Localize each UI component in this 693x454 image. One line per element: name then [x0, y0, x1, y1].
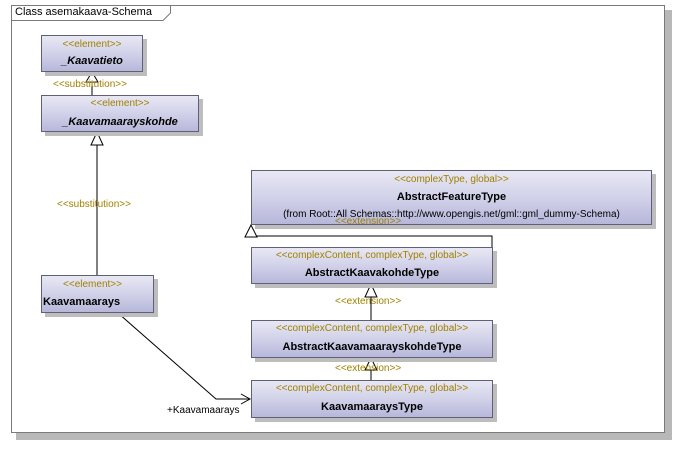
extension-label-3: <<extension>>	[335, 363, 402, 374]
class-stereotype: <<complexContent, complexType, global>>	[275, 323, 469, 334]
class-abstract-kaavakohde-type[interactable]: <<complexContent, complexType, global>> …	[251, 247, 497, 288]
class-stereotype: <<element>>	[90, 98, 150, 109]
extension-link-3	[364, 356, 378, 380]
class-stereotype: <<element>>	[62, 39, 122, 50]
class-kaavamaarays[interactable]: <<element>> Kaavamaarays	[41, 275, 158, 317]
class-name: KaavamaaraysType	[321, 401, 423, 413]
class-name: _Kaavamaarayskohde	[62, 116, 178, 128]
class-name: _Kaavatieto	[61, 55, 123, 67]
class-stereotype: <<complexContent, complexType, global>>	[275, 383, 469, 394]
class-origin: (from Root::All Schemas::http://www.open…	[283, 209, 620, 220]
substitution-label-mid: <<substitution>>	[57, 199, 131, 210]
class-box	[251, 170, 652, 225]
extension-label-1: <<extension>>	[335, 216, 402, 227]
extension-link-1	[244, 223, 493, 247]
class-box	[251, 247, 493, 284]
substitution-link-mid	[90, 130, 104, 275]
class-kaavamaarayskohde[interactable]: <<element>> _Kaavamaarayskohde	[41, 95, 203, 136]
class-abstract-feature-type[interactable]: <<complexType, global>> AbstractFeatureT…	[251, 170, 656, 229]
substitution-link-top	[85, 71, 99, 95]
class-stereotype: <<complexType, global>>	[394, 174, 509, 185]
class-stereotype: <<element>>	[63, 279, 122, 290]
class-abstract-kaavamaarayskohde-type[interactable]: <<complexContent, complexType, global>> …	[251, 320, 497, 362]
extension-link-2	[364, 282, 378, 320]
class-name: AbstractKaavamaarayskohdeType	[282, 341, 462, 353]
association-role-label: +Kaavamaarays	[167, 405, 240, 416]
diagram-title-tab	[11, 5, 171, 21]
class-stereotype: <<complexContent, complexType, global>>	[275, 250, 469, 261]
extension-label-2: <<extension>>	[335, 296, 402, 307]
class-name: Kaavamaarays	[43, 296, 121, 308]
class-box	[251, 380, 493, 418]
class-name: AbstractFeatureType	[396, 191, 507, 203]
class-box	[41, 275, 154, 313]
association-link	[117, 312, 252, 405]
class-kaavatieto[interactable]: <<element>> _Kaavatieto	[41, 35, 147, 76]
class-box	[41, 35, 143, 72]
diagram-title: Class asemakaava-Schema	[15, 6, 152, 18]
class-kaavamaarays-type[interactable]: <<complexContent, complexType, global>> …	[251, 380, 497, 422]
substitution-label-top: <<substitution>>	[53, 79, 127, 90]
class-box	[41, 95, 199, 132]
class-box	[251, 320, 493, 358]
class-name: AbstractKaavakohdeType	[304, 267, 440, 279]
